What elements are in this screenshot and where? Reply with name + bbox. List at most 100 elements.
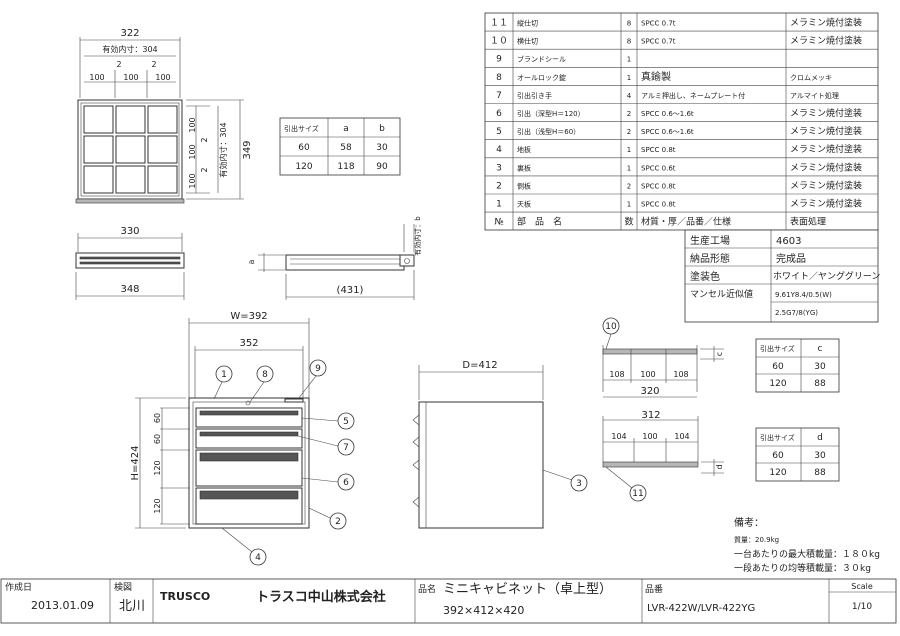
callout-10: 10 (605, 322, 617, 332)
dim-v100a: 100 (188, 117, 197, 132)
scale-value: 1/10 (852, 602, 872, 612)
table-ab-r0c2: 30 (376, 143, 388, 153)
dim-H424: H=424 (130, 446, 141, 481)
parts-cell-name: ブランドシール (517, 55, 566, 64)
parts-cell-qty: 1 (627, 201, 631, 209)
top-view-tray: 322 有効内寸：304 100 2 2 100 100 100 100 100… (75, 28, 253, 204)
table-c-r0c1: 30 (814, 362, 826, 372)
parts-cell-material: SPCC 0.6～1.6t (641, 110, 694, 118)
table-d-r1c1: 88 (814, 468, 826, 478)
front-view-cabinet: W=392 352 H=424 60 60 120 120 (130, 311, 310, 529)
dim-120b: 120 (153, 498, 162, 513)
parts-cell-name: 裏板 (517, 163, 531, 172)
info-label-munsell: マンセル近似値 (690, 288, 753, 300)
parts-cell-material: アルミ押出し、ネームプレート付 (641, 91, 745, 100)
callout-7: 7 (343, 443, 349, 453)
parts-header-material: 材質・厚／品番／仕様 (641, 216, 731, 228)
table-ab-r0c1: 58 (340, 143, 352, 153)
dim-a: a (247, 259, 256, 264)
parts-cell-no: 4 (496, 145, 502, 155)
dim-320: 320 (640, 386, 659, 397)
parts-cell-qty: 1 (627, 56, 631, 64)
parts-cell-material: SPCC 0.8t (641, 146, 676, 154)
parts-cell-no: 7 (496, 91, 502, 101)
parts-cell-qty: 8 (627, 38, 631, 46)
parts-cell-finish: メラミン焼付塗装 (790, 143, 862, 155)
table-d-head-1: d (817, 433, 823, 443)
info-value-delivery: 完成品 (776, 252, 806, 265)
parts-cell-no: １０ (490, 37, 508, 47)
info-label-factory: 生産工場 (690, 234, 730, 247)
table-c-r1c0: 120 (769, 379, 786, 389)
scale-label: Scale (851, 582, 873, 591)
table-ab-r1c2: 90 (376, 162, 388, 172)
parts-cell-finish: クロムメッキ (790, 74, 832, 82)
callout-4: 4 (255, 553, 261, 563)
dim-2b: 2 (151, 60, 156, 69)
parts-cell-name: 引出引き手 (517, 91, 552, 100)
company-name: トラスコ中山株式会社 (256, 589, 386, 605)
product-name: ミニキャビネット（卓上型） (443, 582, 612, 597)
checker-name: 北川 (119, 599, 145, 614)
tray-front-view: 330 348 (75, 226, 185, 300)
parts-cell-name: 天板 (517, 200, 531, 209)
callout-8: 8 (262, 370, 268, 380)
dim-d: d (715, 464, 724, 469)
table-c-head-1: c (818, 344, 823, 354)
dim-322: 322 (120, 28, 139, 39)
parts-header-finish: 表面処理 (790, 216, 826, 228)
notes-title: 備考： (734, 516, 764, 529)
parts-header-no: № (494, 218, 503, 228)
parts-cell-no: １１ (490, 19, 508, 29)
parts-cell-material: SPCC 0.6t (641, 164, 676, 172)
callout-1: 1 (221, 370, 227, 380)
parts-cell-finish: メラミン焼付塗装 (790, 107, 862, 119)
table-ab-head-1: a (343, 124, 349, 134)
parts-cell-finish: メラミン焼付塗装 (790, 161, 862, 173)
table-c-r0c0: 60 (772, 362, 784, 372)
table-ab-r0c0: 60 (298, 143, 310, 153)
parts-cell-material: SPCC 0.8t (641, 201, 676, 209)
table-d: 引出サイズ d 60 30 120 88 (755, 427, 840, 482)
parts-cell-name: 側板 (517, 181, 531, 190)
info-label-color: 塗装色 (690, 270, 720, 283)
dim-352: 352 (239, 338, 258, 349)
dim-inner-304-h: 有効内寸：304 (102, 44, 157, 54)
callout-9: 9 (315, 364, 321, 374)
callouts: 1 8 9 5 7 6 2 4 3 10 11 (213, 317, 647, 566)
parts-cell-no: 5 (496, 127, 502, 137)
callout-2: 2 (335, 517, 341, 527)
product-size: 392×412×420 (443, 604, 524, 617)
table-d-r0c1: 30 (814, 451, 826, 461)
dim-349: 349 (242, 140, 253, 159)
info-table: 生産工場 4603 納品形態 完成品 塗装色 ホワイト／ヤンググリーン マンセル… (684, 229, 880, 323)
table-ab-r1c0: 120 (295, 162, 312, 172)
parts-cell-finish: メラミン焼付塗装 (790, 17, 862, 29)
parts-cell-qty: 2 (627, 110, 631, 118)
dim-100-v: 100 (642, 432, 657, 441)
parts-cell-no: 8 (496, 73, 502, 83)
parts-cell-material: 真鍮製 (641, 70, 671, 83)
parts-cell-name: 横仕切 (517, 37, 538, 46)
parts-cell-name: オールロック錠 (517, 73, 566, 82)
parts-cell-qty: 2 (627, 182, 631, 190)
created-date: 2013.01.09 (31, 599, 94, 612)
parts-cell-qty: 4 (627, 92, 632, 100)
dim-inner-304-v: 有効内寸：304 (218, 122, 228, 177)
callout-3: 3 (576, 479, 582, 489)
dim-120a: 120 (153, 460, 162, 475)
parts-cell-material: SPCC 0.6～1.6t (641, 128, 694, 136)
created-label: 作成日 (5, 581, 32, 593)
dim-c: c (715, 352, 724, 356)
table-c-head-0: 引出サイズ (760, 344, 795, 353)
table-c: 引出サイズ c 60 30 120 88 (755, 338, 840, 393)
info-label-delivery: 納品形態 (690, 252, 730, 265)
parts-header-qty: 数 (624, 216, 633, 228)
parts-cell-finish: メラミン焼付塗装 (790, 198, 862, 210)
parts-cell-no: 9 (496, 55, 502, 65)
title-block: 作成日 2013.01.09 検図 北川 TRUSCO トラスコ中山株式会社 品… (0, 578, 897, 624)
dim-330: 330 (120, 226, 139, 237)
parts-cell-qty: 1 (627, 74, 631, 82)
side-view-cabinet: D=412 (412, 360, 544, 529)
